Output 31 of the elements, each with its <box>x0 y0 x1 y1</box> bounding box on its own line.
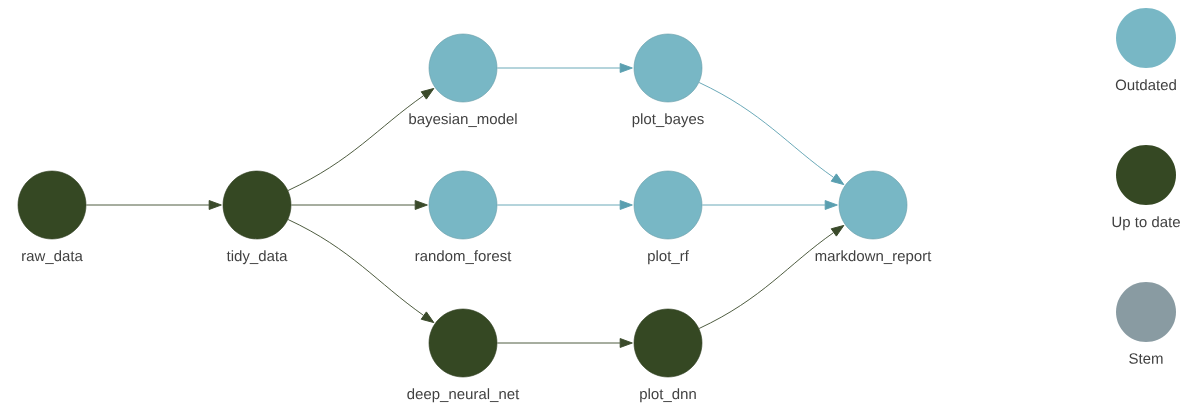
status-node: deep_neural_net <box>407 308 520 403</box>
node-label: deep_neural_net <box>407 388 520 403</box>
status-node: random_forest <box>415 170 512 265</box>
node-label: plot_dnn <box>640 388 696 403</box>
status-node: plot_bayes <box>632 33 704 128</box>
node-label: bayesian_model <box>409 113 517 128</box>
status-node: bayesian_model <box>409 33 517 128</box>
legend-label: Up to date <box>1112 216 1180 231</box>
status-node: raw_data <box>17 170 87 265</box>
legend-label: Stem <box>1129 353 1163 364</box>
status-node: tidy_data <box>222 170 292 265</box>
arrow <box>496 63 633 73</box>
arrow <box>290 200 428 210</box>
status-node: plot_dnn <box>633 308 703 403</box>
node-label: tidy_data <box>226 250 288 265</box>
arrow <box>496 338 633 348</box>
node-label: random_forest <box>415 250 512 265</box>
arrow <box>287 88 435 191</box>
node-label: plot_bayes <box>632 113 704 128</box>
arrow <box>496 200 633 210</box>
arrow <box>701 200 838 210</box>
node-label: plot_rf <box>648 250 689 265</box>
arrow <box>698 225 845 329</box>
status-node: markdown_report <box>815 170 932 265</box>
arrow <box>287 219 435 323</box>
arrow <box>698 82 845 185</box>
node-label: markdown_report <box>815 250 932 265</box>
status-node: plot_rf <box>633 170 703 265</box>
arrow <box>85 200 222 210</box>
node-label: raw_data <box>22 250 83 265</box>
legend-label: Outdated <box>1115 79 1176 91</box>
